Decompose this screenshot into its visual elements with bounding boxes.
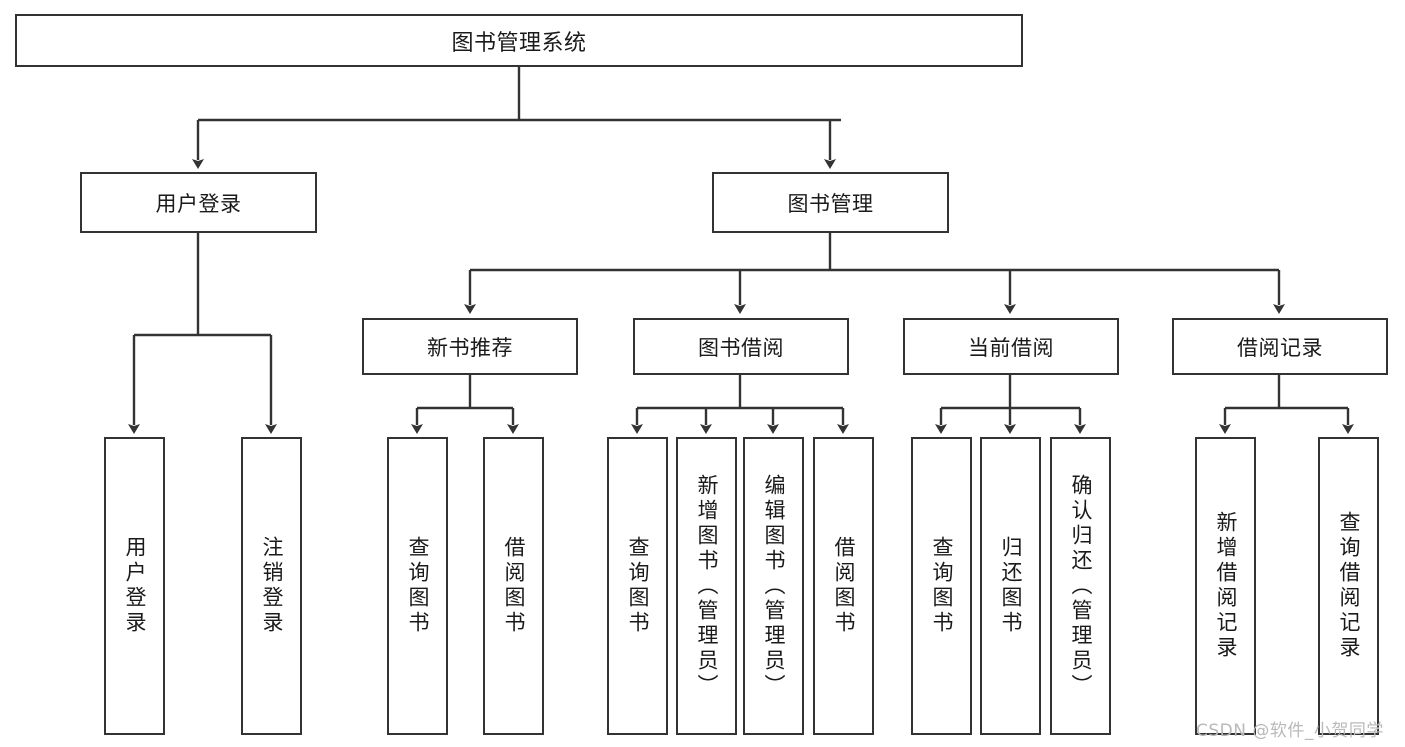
node-label: 借阅记录 [1237, 335, 1323, 360]
node-label: 图书管理系统 [451, 30, 587, 56]
node-current-borrow[interactable]: 当前借阅 [903, 318, 1119, 375]
leaf-book-borrow-query-book[interactable]: 查询图书 [607, 437, 668, 735]
node-label: 用户登录 [123, 536, 147, 636]
node-label: 查询图书 [930, 536, 954, 636]
node-user-login[interactable]: 用户登录 [80, 172, 317, 233]
leaf-borrow-record-query-record[interactable]: 查询借阅记录 [1318, 437, 1379, 735]
node-root-book-management-system[interactable]: 图书管理系统 [15, 14, 1023, 67]
node-label: 确认归还（管理员） [1069, 473, 1093, 699]
leaf-new-book-query-book[interactable]: 查询图书 [387, 437, 448, 735]
node-label: 注销登录 [260, 536, 284, 636]
node-label: 当前借阅 [968, 335, 1054, 360]
leaf-book-borrow-borrow-book[interactable]: 借阅图书 [813, 437, 874, 735]
leaf-new-book-borrow-book[interactable]: 借阅图书 [483, 437, 544, 735]
node-label: 新增借阅记录 [1214, 511, 1238, 661]
leaf-borrow-record-add-record[interactable]: 新增借阅记录 [1195, 437, 1256, 735]
node-book-management[interactable]: 图书管理 [712, 172, 949, 233]
node-label: 新增图书（管理员） [695, 473, 719, 699]
node-label: 新书推荐 [427, 335, 513, 360]
node-label: 查询图书 [626, 536, 650, 636]
node-label: 归还图书 [999, 536, 1023, 636]
node-new-book-recommend[interactable]: 新书推荐 [362, 318, 578, 375]
node-label: 图书管理 [787, 191, 874, 216]
node-label: 借阅图书 [832, 536, 856, 636]
node-book-borrow[interactable]: 图书借阅 [633, 318, 849, 375]
leaf-current-borrow-confirm-return-admin[interactable]: 确认归还（管理员） [1050, 437, 1111, 735]
watermark-text: CSDN @软件_小贺同学 [1196, 721, 1384, 741]
node-label: 查询借阅记录 [1337, 511, 1361, 661]
leaf-user-login-logout[interactable]: 注销登录 [241, 437, 302, 735]
leaf-book-borrow-edit-book-admin[interactable]: 编辑图书（管理员） [743, 437, 804, 735]
leaf-user-login-login[interactable]: 用户登录 [104, 437, 165, 735]
node-label: 借阅图书 [502, 536, 526, 636]
node-label: 编辑图书（管理员） [762, 473, 786, 699]
node-label: 查询图书 [406, 536, 430, 636]
leaf-book-borrow-add-book-admin[interactable]: 新增图书（管理员） [676, 437, 737, 735]
node-borrow-record[interactable]: 借阅记录 [1172, 318, 1388, 375]
node-label: 图书借阅 [698, 335, 784, 360]
leaf-current-borrow-query-book[interactable]: 查询图书 [911, 437, 972, 735]
leaf-current-borrow-return-book[interactable]: 归还图书 [980, 437, 1041, 735]
node-label: 用户登录 [155, 191, 242, 216]
